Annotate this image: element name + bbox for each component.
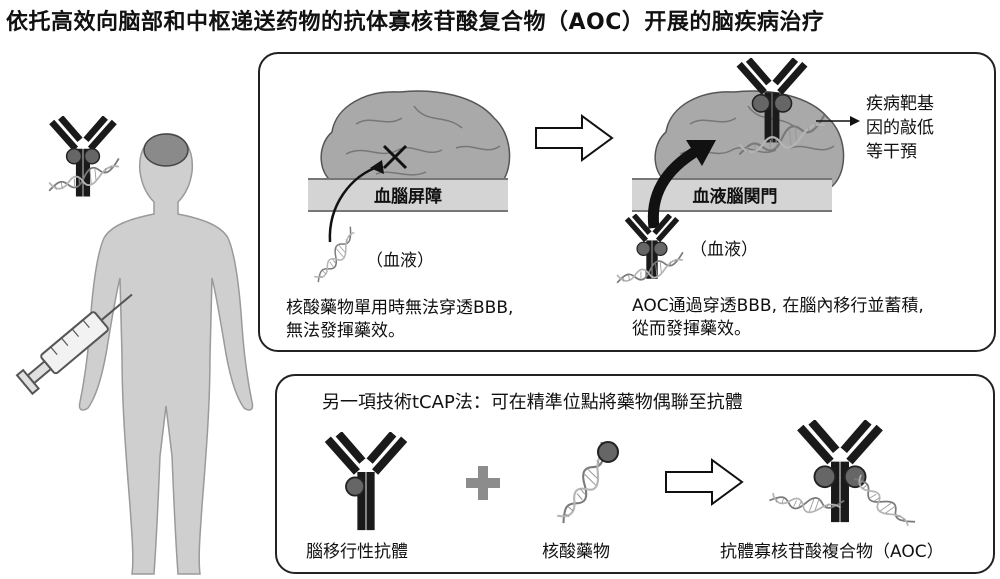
caption-right-line1: AOC通過穿透BBB, 在腦內移行並蓄積, bbox=[632, 296, 924, 316]
antibody-icon bbox=[38, 116, 128, 198]
aoc-label: 抗體寡核苷酸複合物（AOC） bbox=[720, 542, 944, 562]
dna-icon bbox=[40, 156, 128, 192]
effect-line1: 疾病靶基 bbox=[866, 94, 934, 114]
dna-icon bbox=[772, 472, 842, 528]
tcap-heading: 另一項技術tCAP法：可在精準位點將藥物偶聯至抗體 bbox=[322, 392, 743, 413]
penetration-arrow bbox=[647, 140, 716, 229]
dna-icon bbox=[610, 250, 690, 284]
caption-left-line1: 核酸藥物單用時無法穿透BBB, bbox=[286, 298, 514, 318]
barrier-label-left: 血腦屏障 bbox=[374, 187, 442, 207]
blood-label-left: （血液） bbox=[366, 251, 434, 271]
drug-circle-icon bbox=[597, 441, 619, 463]
aoc-antibody-icon bbox=[622, 214, 682, 280]
caption-right-line2: 從而發揮藥效。 bbox=[632, 319, 751, 339]
brain-icon bbox=[320, 90, 511, 207]
effect-line2: 因的敲低 bbox=[866, 118, 934, 138]
antibody-label: 腦移行性抗體 bbox=[306, 542, 408, 562]
aoc-antibody-icon bbox=[730, 58, 814, 144]
blocked-arrow bbox=[328, 160, 384, 243]
dna-icon bbox=[850, 472, 920, 528]
effect-line3: 等干預 bbox=[866, 142, 917, 162]
plus-icon bbox=[466, 466, 500, 500]
process-arrow bbox=[665, 458, 744, 506]
human-body-illustration bbox=[15, 133, 254, 575]
nucleic-label: 核酸藥物 bbox=[542, 542, 610, 562]
caption-left-line2: 無法發揮藥效。 bbox=[286, 321, 405, 341]
barrier-label-right: 血液腦関門 bbox=[692, 187, 778, 207]
blood-label-right: （血液） bbox=[690, 240, 758, 260]
antibody-icon bbox=[320, 432, 412, 532]
process-arrow bbox=[535, 114, 614, 162]
effect-arrow bbox=[816, 116, 860, 126]
dna-icon bbox=[304, 226, 364, 282]
page-title: 依托高效向脑部和中枢递送药物的抗体寡核苷酸复合物（AOC）开展的脑疾病治疗 bbox=[6, 10, 825, 35]
tcap-method-panel bbox=[275, 374, 995, 574]
blocked-x-icon bbox=[382, 144, 408, 170]
